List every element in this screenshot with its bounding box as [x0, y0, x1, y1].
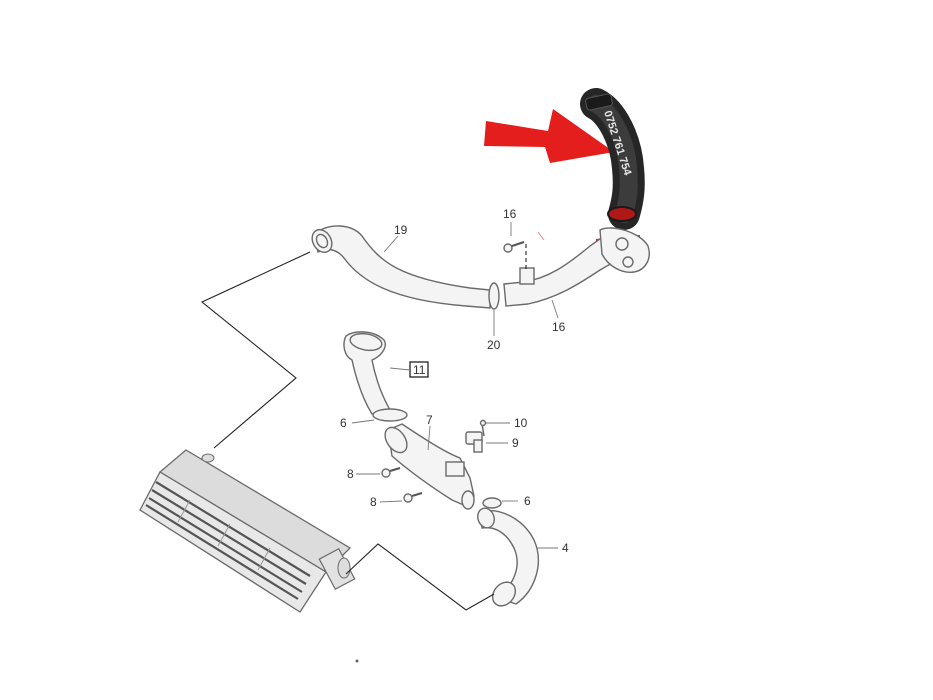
pin-10 — [479, 419, 487, 437]
stray-dot — [355, 659, 359, 663]
elbow-11 — [343, 331, 392, 415]
pipe-16 — [503, 227, 650, 307]
ring-6-right — [482, 497, 502, 509]
bolt-8-bottom — [403, 492, 423, 503]
housing-7 — [384, 423, 475, 510]
sensor-9 — [465, 431, 483, 453]
callout-16-top: 16 — [503, 207, 517, 221]
callout-10: 10 — [514, 416, 528, 430]
callout-20: 20 — [487, 338, 501, 352]
callout-7: 7 — [426, 413, 433, 427]
callout-4: 4 — [562, 541, 569, 555]
connector-bottom — [345, 543, 495, 611]
ring-20 — [488, 282, 500, 310]
callout-11: 11 — [413, 363, 426, 377]
pipe-19 — [311, 225, 491, 309]
callout-8-top: 8 — [347, 467, 354, 481]
connector-left — [200, 251, 311, 449]
ring-6-left — [372, 408, 408, 422]
callout-9: 9 — [512, 436, 519, 450]
callout-8-bottom: 8 — [370, 495, 377, 509]
callout-16-bottom: 16 — [552, 320, 566, 334]
intercooler — [139, 449, 356, 613]
highlighted-hose: 0752 761 754 — [580, 88, 645, 230]
callout-19: 19 — [394, 223, 408, 237]
bolt-16 — [503, 241, 525, 253]
callout-11-box — [409, 361, 429, 378]
callout-6-right: 6 — [524, 494, 531, 508]
red-arrow-pointer — [484, 109, 614, 163]
bolt-8-top — [381, 467, 401, 478]
hose-4 — [477, 507, 539, 607]
callout-6-left: 6 — [340, 416, 347, 430]
